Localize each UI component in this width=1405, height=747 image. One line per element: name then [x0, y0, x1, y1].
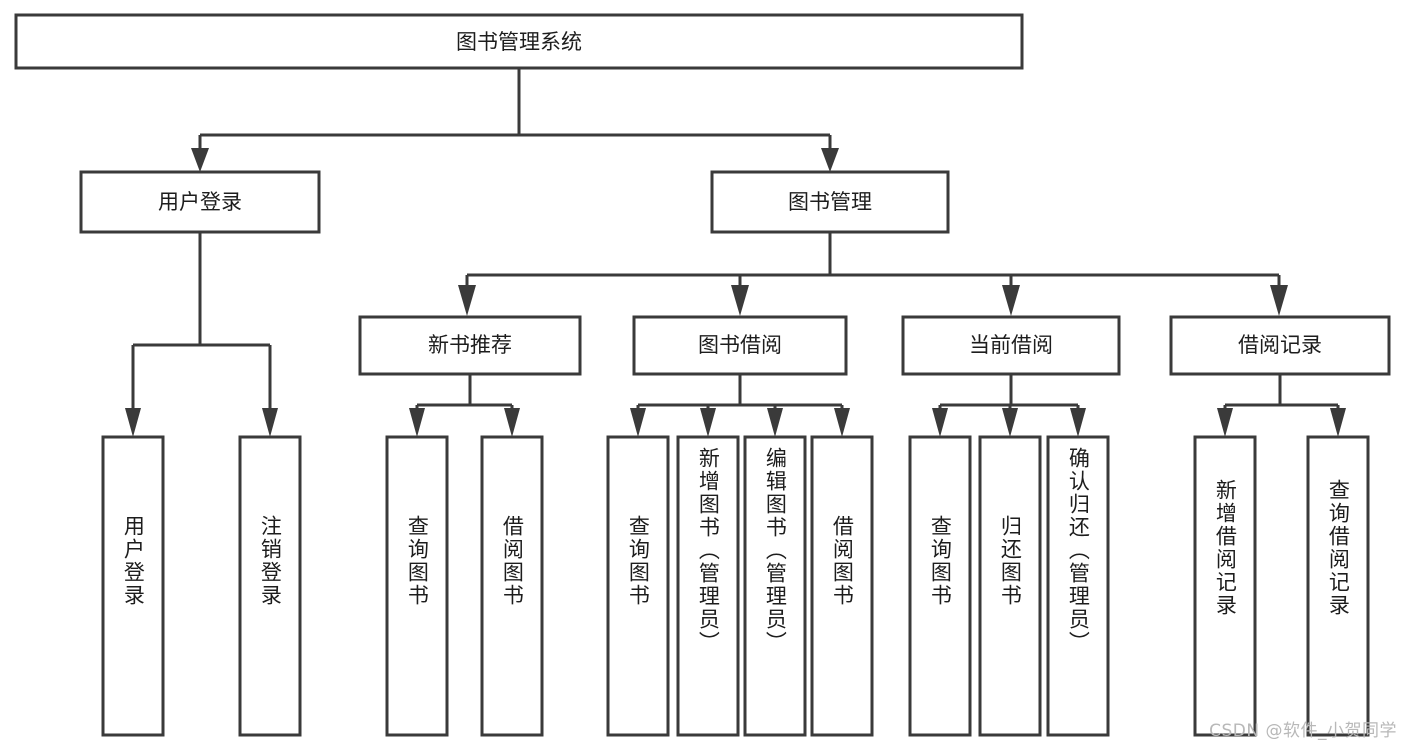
- arrowhead-newbook-1: [504, 408, 520, 437]
- arrowhead-level2-3: [1270, 285, 1288, 316]
- node-borrow-record[interactable]: 借阅记录: [1169, 315, 1391, 376]
- arrowhead-currentborrow-2: [1070, 408, 1086, 437]
- leaf-box-borrow-record-0[interactable]: [1193, 435, 1257, 737]
- leaf-box-current-borrow-0[interactable]: [908, 435, 972, 737]
- arrowhead-bookborrow-3: [834, 408, 850, 437]
- level1-label-1: 图书管理: [788, 190, 872, 214]
- level1-label-0: 用户登录: [158, 190, 242, 214]
- leaf-box-book-borrow-0[interactable]: [606, 435, 670, 737]
- arrowhead-userlogin-1: [262, 408, 278, 437]
- node-book-borrow[interactable]: 图书借阅: [632, 315, 848, 376]
- leaf-box-current-borrow-1[interactable]: [978, 435, 1042, 737]
- leaf-box-new-book-0[interactable]: [385, 435, 449, 737]
- node-user-login[interactable]: 用户登录: [79, 170, 321, 234]
- arrowhead-bookborrow-2: [767, 408, 783, 437]
- arrowhead-level1-0: [191, 148, 209, 172]
- leaf-box-book-borrow-3[interactable]: [810, 435, 874, 737]
- level2-label-1: 图书借阅: [698, 333, 782, 357]
- arrowhead-currentborrow-1: [1002, 408, 1018, 437]
- level2-box-1[interactable]: [632, 315, 848, 376]
- leaf-box-new-book-1[interactable]: [480, 435, 544, 737]
- level2-label-3: 借阅记录: [1238, 333, 1322, 357]
- node-book-management[interactable]: 图书管理: [710, 170, 950, 234]
- level2-label-0: 新书推荐: [428, 333, 512, 357]
- node-root[interactable]: 图书管理系统: [14, 13, 1024, 70]
- level2-box-3[interactable]: [1169, 315, 1391, 376]
- arrowhead-level1-1: [821, 148, 839, 172]
- node-new-book-recommend[interactable]: 新书推荐: [358, 315, 582, 376]
- watermark: CSDN @软件_小贺同学: [1209, 721, 1397, 741]
- leaf-box-user-login-0[interactable]: [101, 435, 165, 737]
- level1-box-1[interactable]: [710, 170, 950, 234]
- node-current-borrow[interactable]: 当前借阅: [901, 315, 1121, 376]
- leaf-box-book-borrow-1[interactable]: [676, 435, 740, 737]
- arrowhead-currentborrow-0: [932, 408, 948, 437]
- level2-box-0[interactable]: [358, 315, 582, 376]
- arrowhead-level2-2: [1002, 285, 1020, 316]
- arrowhead-bookborrow-0: [630, 408, 646, 437]
- arrowhead-level2-1: [731, 285, 749, 316]
- leaf-box-borrow-record-1[interactable]: [1306, 435, 1370, 737]
- leaf-box-user-login-1[interactable]: [238, 435, 302, 737]
- arrowhead-newbook-0: [409, 408, 425, 437]
- root-label: 图书管理系统: [456, 30, 582, 54]
- arrowhead-borrowrecord-0: [1217, 408, 1233, 437]
- leaf-box-current-borrow-2[interactable]: [1046, 435, 1110, 737]
- root-box[interactable]: [14, 13, 1024, 70]
- arrowhead-userlogin-0: [125, 408, 141, 437]
- level2-label-2: 当前借阅: [969, 333, 1053, 357]
- arrowhead-level2-0: [458, 285, 476, 316]
- level2-box-2[interactable]: [901, 315, 1121, 376]
- leaf-box-book-borrow-2[interactable]: [743, 435, 807, 737]
- arrowhead-borrowrecord-1: [1330, 408, 1346, 437]
- arrowhead-bookborrow-1: [700, 408, 716, 437]
